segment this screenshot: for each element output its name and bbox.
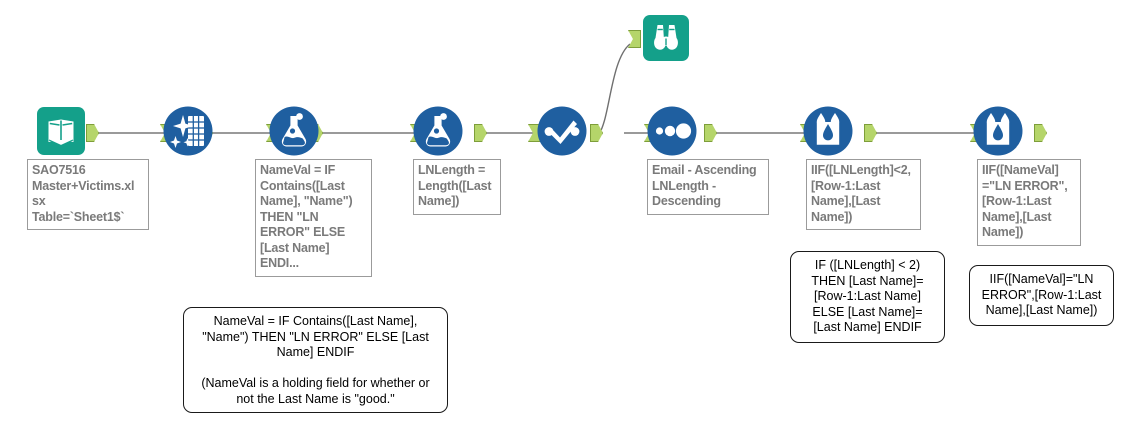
wire-multirow1-to-multirow2 xyxy=(872,132,976,134)
multi-row-formula-tool-nameval[interactable] xyxy=(972,105,1024,157)
tool-label-multirow2: IIF([NameVal] ="LN ERROR", [Row-1:Last N… xyxy=(977,159,1081,246)
comment-box-nameval-logic: IIF([NameVal]="LN ERROR",[Row-1:Last Nam… xyxy=(969,265,1114,326)
tool-label-sort: Email - Ascending LNLength - Descending xyxy=(647,159,769,215)
wire-input-to-cleansing xyxy=(92,132,168,134)
sort-tool[interactable] xyxy=(646,105,698,157)
wire-formula2-to-select xyxy=(482,132,536,134)
tool-label-formula2: LNLength = Length([Last Name]) xyxy=(413,159,501,215)
multi-row-formula-tool-lnlength[interactable] xyxy=(802,105,854,157)
formula-tool-lnlength[interactable] xyxy=(412,105,464,157)
output-anchor-multirow1[interactable] xyxy=(864,124,877,142)
output-anchor-select[interactable] xyxy=(590,124,603,142)
wire-formula1-to-formula2 xyxy=(318,132,418,134)
wire-select-to-sort xyxy=(624,132,652,134)
input-anchor-browse[interactable] xyxy=(628,30,641,48)
output-anchor-sort[interactable] xyxy=(704,124,717,142)
wire-cleansing-to-formula1 xyxy=(208,132,274,134)
wire-sort-to-multirow1 xyxy=(712,132,806,134)
input-data-tool[interactable] xyxy=(36,106,86,156)
tool-label-formula1: NameVal = IF Contains([Last Name], "Name… xyxy=(255,159,372,277)
tool-label-input-data: SAO7516 Master+Victims.xl sx Table=`Shee… xyxy=(27,159,149,230)
select-tool[interactable] xyxy=(536,105,588,157)
output-anchor-formula2[interactable] xyxy=(474,124,487,142)
output-anchor-multirow2[interactable] xyxy=(1034,124,1047,142)
comment-box-nameval: NameVal = IF Contains([Last Name], "Name… xyxy=(183,307,448,413)
output-anchor-input-data[interactable] xyxy=(86,124,99,142)
data-cleansing-tool[interactable] xyxy=(162,105,214,157)
formula-tool-namedval[interactable] xyxy=(268,105,320,157)
comment-box-lnlength-logic: IF ([LNLength] < 2) THEN [Last Name]= [R… xyxy=(790,251,945,343)
tool-label-multirow1: IIF([LNLength]<2, [Row-1:Last Name],[Las… xyxy=(806,159,921,230)
browse-tool[interactable] xyxy=(642,14,690,62)
